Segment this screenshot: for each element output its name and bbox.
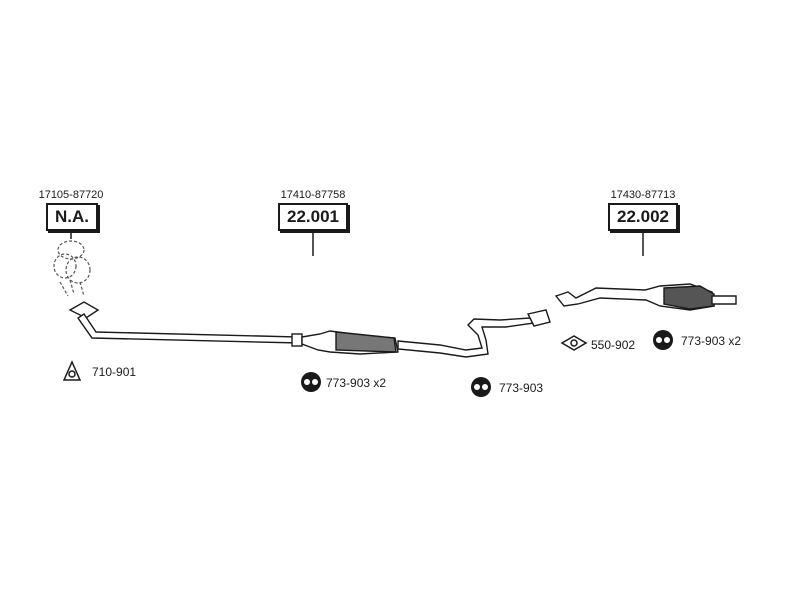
accessory-label[interactable]: 710-901 [92, 365, 137, 379]
accessory-label[interactable]: 773-903 x2 [326, 376, 387, 390]
part-code-middle[interactable]: 22.001 [278, 203, 348, 231]
oem-number-front: 17105-87720 [38, 189, 104, 201]
catalytic-converter-drawing [53, 240, 91, 297]
rubber-hanger-icon [653, 330, 673, 350]
part-code-rear[interactable]: 22.002 [608, 203, 678, 231]
rear-silencer-drawing [554, 283, 737, 311]
middle-silencer-drawing [301, 309, 551, 358]
gasket-icon [560, 335, 588, 351]
accessory-label[interactable]: 773-903 [499, 381, 544, 395]
front-pipe-drawing [68, 301, 303, 347]
gasket-icon [62, 360, 82, 381]
accessory-label[interactable]: 550-902 [591, 338, 636, 352]
rubber-hanger-icon [471, 377, 491, 397]
rubber-hanger-icon [301, 372, 321, 392]
oem-number-middle: 17410-87758 [280, 189, 346, 201]
part-code-front[interactable]: N.A. [46, 203, 98, 231]
oem-number-rear: 17430-87713 [610, 189, 676, 201]
accessory-label[interactable]: 773-903 x2 [681, 334, 742, 348]
